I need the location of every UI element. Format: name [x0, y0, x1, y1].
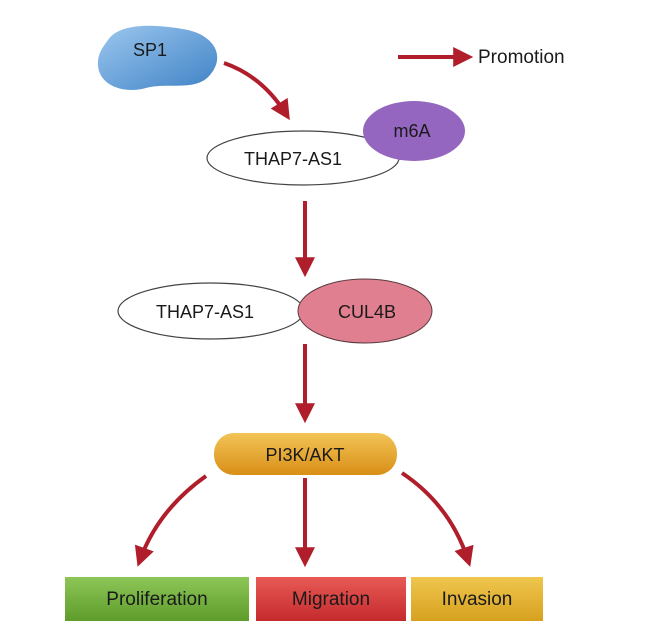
m6a-node: m6A [363, 101, 465, 161]
arrow-to-invasion [400, 471, 474, 567]
cul4b-label: CUL4B [338, 302, 396, 322]
m6a-ellipse [363, 101, 465, 161]
thap7-as1-complex-label: THAP7-AS1 [156, 302, 254, 322]
legend-label: Promotion [478, 47, 565, 68]
sp1-label: SP1 [133, 40, 167, 60]
m6a-label: m6A [393, 121, 430, 141]
proliferation-label: Proliferation [106, 589, 207, 610]
sp1-node: SP1 [97, 25, 218, 90]
pi3k-akt-label: PI3K/AKT [265, 445, 344, 465]
migration-box [256, 577, 406, 621]
legend: Promotion [398, 47, 565, 68]
arrow-to-proliferation [134, 474, 208, 567]
complex-node: THAP7-AS1 CUL4B [117, 278, 433, 344]
thap7-as1-label: THAP7-AS1 [244, 149, 342, 169]
proliferation-box [65, 577, 249, 621]
invasion-box [411, 577, 543, 621]
sp1-shape [97, 25, 218, 90]
pi3k-akt-box [214, 433, 397, 475]
migration-node: Migration [256, 577, 406, 621]
migration-label: Migration [292, 589, 370, 610]
pi3k-akt-node: PI3K/AKT [214, 433, 397, 475]
arrow-sp1-to-thap7 [223, 61, 290, 121]
thap7-as1-node: THAP7-AS1 [206, 130, 400, 186]
invasion-node: Invasion [411, 577, 543, 621]
cul4b-ellipse [297, 278, 433, 344]
proliferation-node: Proliferation [65, 577, 249, 621]
invasion-label: Invasion [442, 589, 513, 610]
